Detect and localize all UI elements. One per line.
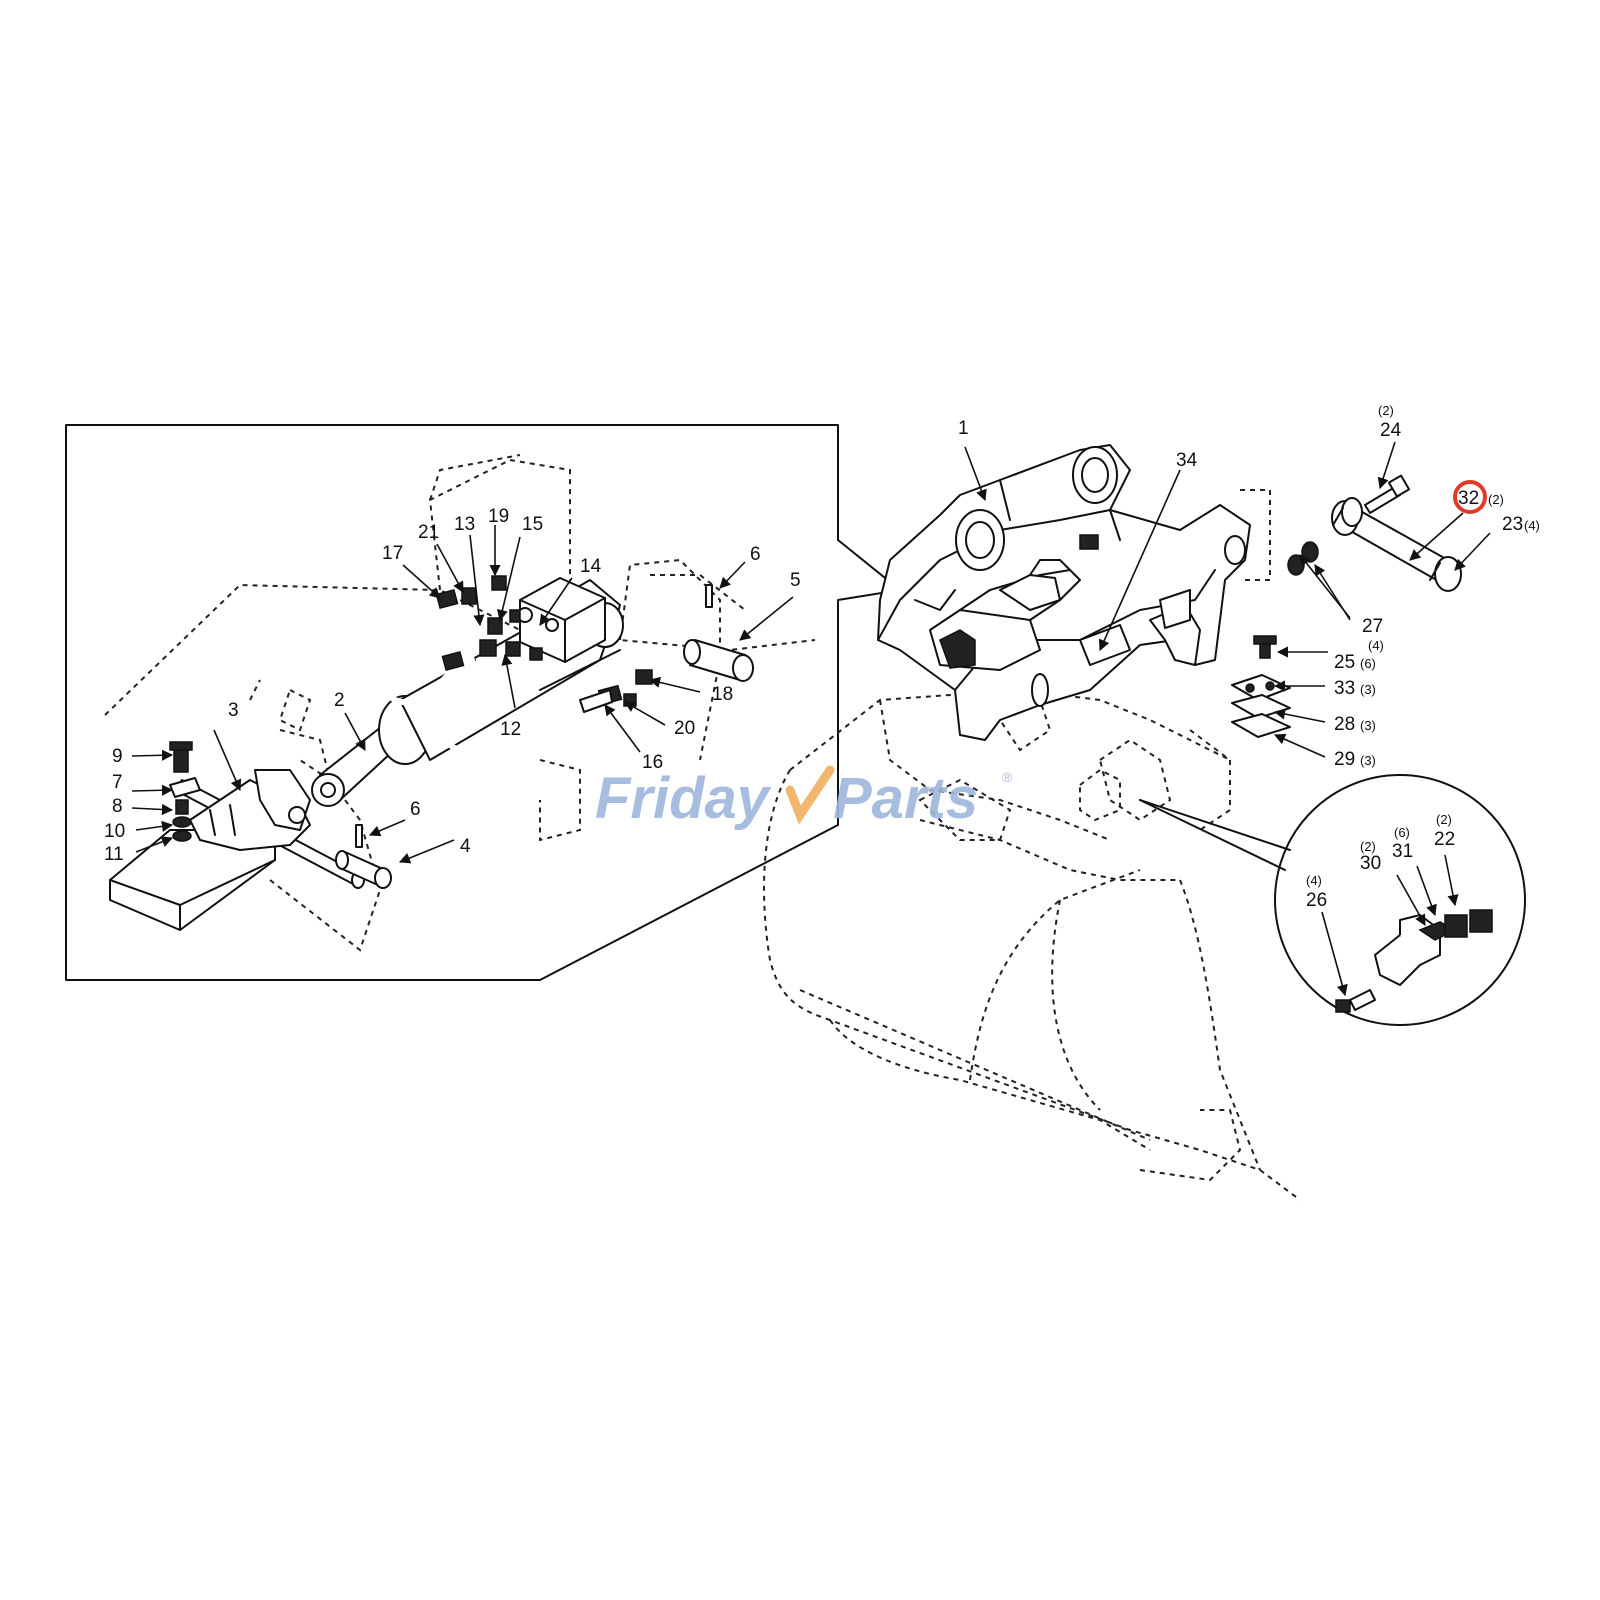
- coupler-frame: [877, 444, 1251, 741]
- callout-29: 29: [1334, 749, 1355, 770]
- callout-28: 28: [1334, 714, 1355, 735]
- detail-inset: [65, 424, 901, 981]
- callout-21: 21: [418, 522, 439, 543]
- callout-30: 30: [1360, 853, 1381, 874]
- callout-20: 20: [674, 718, 695, 739]
- qty-28: (3): [1360, 718, 1376, 733]
- qty-26: (4): [1306, 873, 1322, 888]
- callout-25: 25: [1334, 652, 1355, 673]
- pin-assembly: [1287, 474, 1462, 592]
- qty-24: (2): [1378, 403, 1394, 418]
- hydraulic-hoses: [359, 595, 583, 764]
- callout-11: 11: [104, 844, 124, 865]
- callout-5: 5: [790, 570, 801, 591]
- callout-labels: 2 3 4 5 6 6 7 8 9 10 11 12 13 14 15 16 1…: [104, 418, 1523, 911]
- qty-23: (4): [1524, 518, 1540, 533]
- coupler-mechanism: [914, 559, 1131, 671]
- callout-22: 22: [1434, 829, 1455, 850]
- callout-14: 14: [580, 556, 602, 577]
- callout-10: 10: [104, 821, 125, 842]
- callout-18: 18: [712, 684, 733, 705]
- callout-32: 32: [1458, 488, 1479, 509]
- leader-lines: [131, 441, 1491, 997]
- callout-9: 9: [112, 746, 123, 767]
- qty-29: (3): [1360, 753, 1376, 768]
- callout-13: 13: [454, 514, 475, 535]
- callout-2: 2: [334, 690, 345, 711]
- callout-19: 19: [488, 506, 509, 527]
- qty-33: (3): [1360, 682, 1376, 697]
- qty-27: (4): [1368, 638, 1384, 653]
- logo-check-mark: [785, 765, 835, 825]
- callout-23: 23: [1502, 514, 1523, 535]
- highlight-ring-32: [1453, 480, 1487, 514]
- callout-1: 1: [958, 418, 969, 439]
- callout-27: 27: [1362, 616, 1383, 637]
- inset-frame: [65, 424, 901, 981]
- qty-32: (2): [1488, 492, 1504, 507]
- inset-ghost-outline: [104, 454, 816, 952]
- logo-text-friday: Friday: [595, 766, 772, 831]
- quick-coupler-main: [763, 444, 1526, 1201]
- logo-text-parts: Parts: [833, 766, 978, 831]
- callout-15: 15: [522, 514, 543, 535]
- callout-7: 7: [112, 772, 123, 793]
- brand-logo: Friday Parts ®: [595, 765, 1013, 831]
- callout-33: 33: [1334, 678, 1355, 699]
- callout-6-lower: 6: [410, 799, 421, 820]
- callout-34: 34: [1176, 450, 1198, 471]
- callout-12: 12: [500, 719, 521, 740]
- hardware-stack: [169, 741, 201, 842]
- valve-block: [517, 577, 606, 663]
- qty-31: (6): [1394, 825, 1410, 840]
- callout-31: 31: [1392, 841, 1413, 862]
- qty-30: (2): [1360, 839, 1376, 854]
- lock-bracket: [189, 769, 311, 851]
- callout-26: 26: [1306, 890, 1327, 911]
- pins: [335, 584, 754, 889]
- callout-8: 8: [112, 796, 123, 817]
- quantity-labels: (2) (2) (4) (4) (6) (3) (3) (3) (4) (2) …: [1306, 403, 1540, 888]
- callout-17: 17: [382, 543, 403, 564]
- qty-22: (2): [1436, 812, 1452, 827]
- callout-4: 4: [460, 836, 471, 857]
- callout-6-upper: 6: [750, 544, 761, 565]
- logo-registered-mark: ®: [1002, 769, 1013, 785]
- callout-3: 3: [228, 700, 239, 721]
- callout-16: 16: [642, 752, 663, 773]
- qty-25: (6): [1360, 656, 1376, 671]
- callout-24: 24: [1380, 420, 1402, 441]
- detail-circle: [1139, 774, 1526, 1026]
